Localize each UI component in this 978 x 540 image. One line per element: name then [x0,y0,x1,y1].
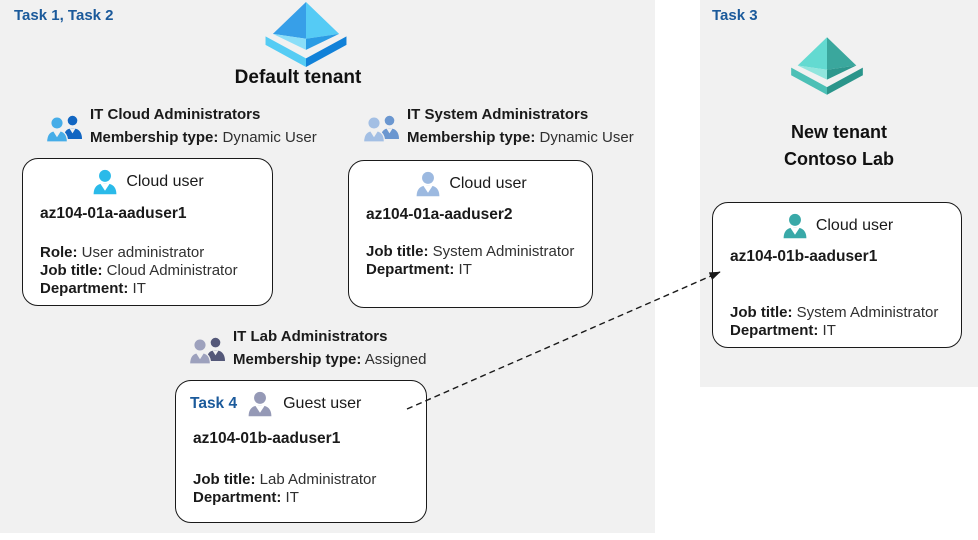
attr-job-title: Job title: System Administrator [366,243,592,261]
user-type-label: Cloud user [449,175,527,192]
new-tenant-panel: Task 3 New tenant Contoso Lab Cloud user… [700,0,978,387]
user-group-icon [188,337,225,365]
attr-value: System Administrator [796,304,939,321]
user-card-az104-01a-aaduser1: Cloud user az104-01a-aaduser1 Role: User… [22,158,273,306]
group-title: IT Cloud Administrators [90,106,261,123]
attr-label: Department: [193,489,282,506]
attr-label: Role: [40,244,78,261]
group-it-lab-administrators: IT Lab Administrators Membership type: A… [188,328,426,368]
attr-value: Cloud Administrator [106,262,238,279]
card-header: Cloud user [713,212,961,240]
user-card-az104-01a-aaduser2: Cloud user az104-01a-aaduser2 Job title:… [348,160,593,308]
cloud-user-icon [416,171,440,197]
attr-label: Department: [40,280,129,297]
card-header: Cloud user [349,170,592,198]
card-header: Cloud user [23,168,272,196]
new-tenant-title-line1: New tenant [790,122,887,142]
default-tenant-title: Default tenant [234,67,362,88]
card-header: Task 4 Guest user [176,390,426,418]
membership-type: Membership type: Dynamic User [90,129,317,146]
user-attributes: Job title: Lab Administrator Department:… [193,471,426,507]
azure-ad-tenant-icon [791,37,863,95]
user-type-label: Cloud user [815,217,894,234]
attr-job-title: Job title: System Administrator [730,304,961,322]
user-name: az104-01b-aaduser1 [730,248,878,265]
task-3-label: Task 3 [712,7,758,24]
attr-value: IT [458,261,472,278]
user-name: az104-01a-aaduser2 [366,206,513,223]
cloud-user-icon [783,213,807,239]
default-tenant-panel: Task 1, Task 2 Default tenant IT Cloud A… [0,0,655,533]
membership-type-label: Membership type: [233,351,362,368]
attr-value: IT [822,322,836,339]
user-attributes: Job title: System Administrator Departme… [366,243,592,279]
user-group-icon [362,115,399,143]
user-card-az104-01b-aaduser1-new-tenant: Cloud user az104-01b-aaduser1 Job title:… [712,202,962,348]
attr-label: Job title: [366,243,429,260]
membership-type-label: Membership type: [90,129,219,146]
attr-role: Role: User administrator [40,244,272,262]
attr-value: User administrator [81,244,205,261]
user-attributes: Job title: System Administrator Departme… [730,304,961,340]
attr-label: Job title: [193,471,256,488]
attr-value: System Administrator [432,243,575,260]
membership-type-value: Dynamic User [222,129,317,146]
attr-department: Department: IT [366,261,592,279]
attr-label: Job title: [40,262,103,279]
user-name: az104-01b-aaduser1 [193,430,341,447]
user-type-label: Cloud user [126,173,204,190]
attr-job-title: Job title: Lab Administrator [193,471,426,489]
guest-user-icon [248,391,272,417]
attr-department: Department: IT [40,280,272,298]
task-4-label: Task 4 [190,395,238,412]
azure-ad-tenant-icon [265,2,347,67]
guest-user-card-az104-01b-aaduser1: Task 4 Guest user az104-01b-aaduser1 Job… [175,380,427,523]
task-1-2-label: Task 1, Task 2 [14,7,114,24]
membership-type: Membership type: Dynamic User [407,129,634,146]
attr-value: IT [285,489,299,506]
membership-type-value: Assigned [364,351,427,368]
group-it-system-administrators: IT System Administrators Membership type… [362,106,634,146]
membership-type: Membership type: Assigned [233,351,426,368]
user-attributes: Role: User administrator Job title: Clou… [40,244,272,298]
group-it-cloud-administrators: IT Cloud Administrators Membership type:… [45,106,317,146]
membership-type-value: Dynamic User [539,129,634,146]
attr-job-title: Job title: Cloud Administrator [40,262,272,280]
attr-label: Job title: [730,304,793,321]
group-title: IT System Administrators [407,106,589,123]
attr-value: IT [132,280,146,297]
attr-label: Department: [730,322,819,339]
attr-department: Department: IT [730,322,961,340]
attr-department: Department: IT [193,489,426,507]
user-type-label: Guest user [283,395,362,412]
user-name: az104-01a-aaduser1 [40,205,187,222]
group-title: IT Lab Administrators [233,328,388,345]
attr-value: Lab Administrator [259,471,377,488]
cloud-user-icon [93,169,117,195]
attr-label: Department: [366,261,455,278]
user-group-icon [45,115,82,143]
new-tenant-title-line2: Contoso Lab [784,149,894,169]
membership-type-label: Membership type: [407,129,536,146]
